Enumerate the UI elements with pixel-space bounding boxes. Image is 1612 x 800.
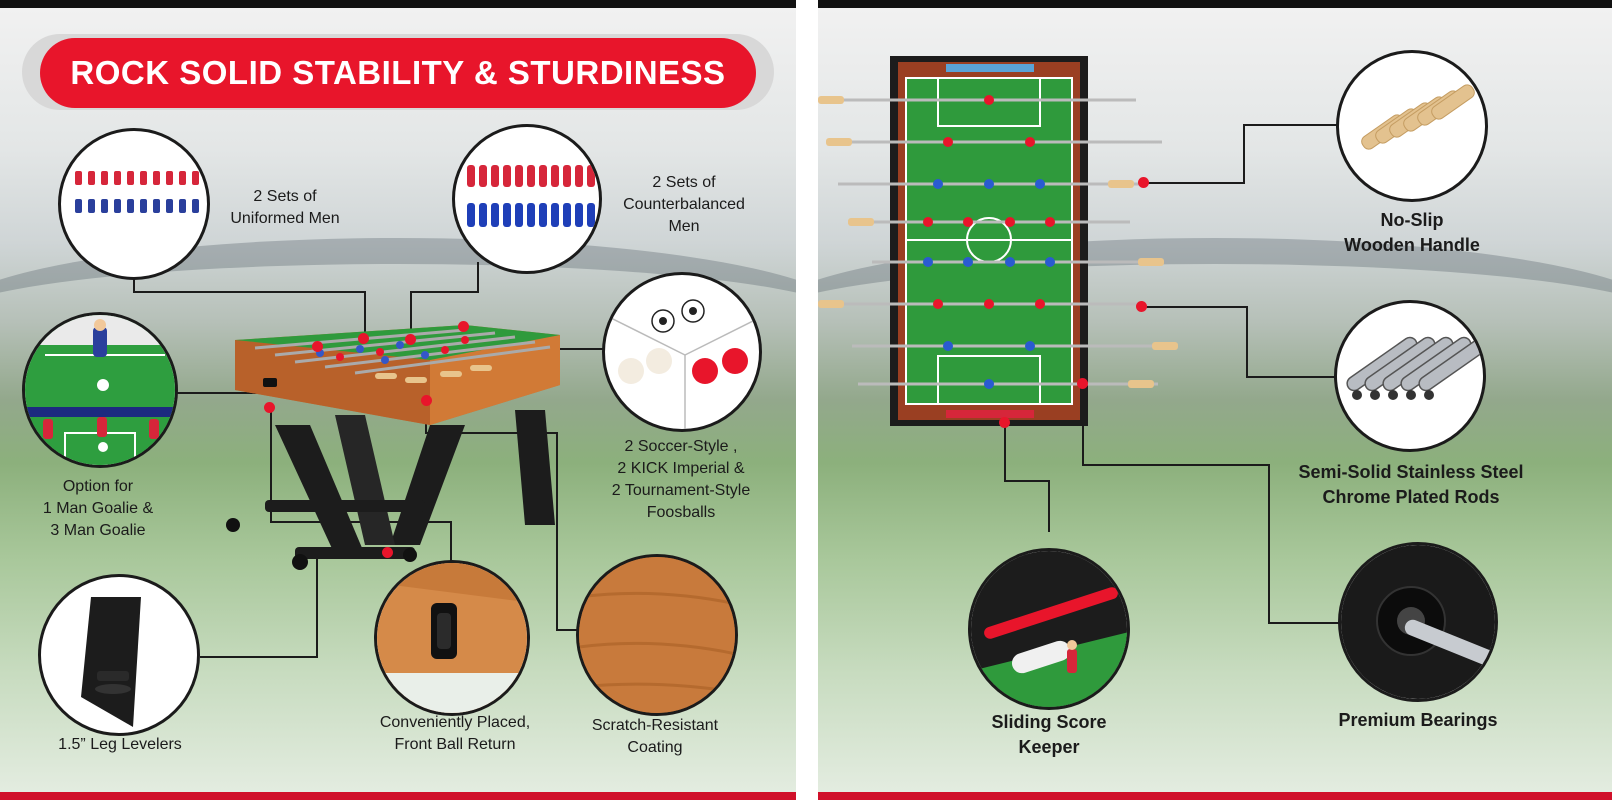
feature-label-levelers: 1.5” Leg Levelers <box>58 736 182 753</box>
banner <box>40 38 756 108</box>
score-keeper-image <box>968 548 1130 710</box>
feature-label-bearings: Premium Bearings <box>1338 710 1498 730</box>
feature-label-goalie: Option for 1 Man Goalie & 3 Man Goalie <box>42 478 154 539</box>
feature-label-uniformed: 2 Sets of Uniformed Men <box>230 188 340 227</box>
foosballs-image <box>602 272 762 432</box>
goalie-option-image <box>22 312 178 468</box>
bottom-border <box>0 792 796 800</box>
wooden-handle-image <box>1336 50 1488 202</box>
chrome-rods-image <box>1334 300 1486 452</box>
right-panel: No-Slip Wooden Handle Semi-Solid Stainle… <box>818 0 1612 800</box>
feature-label-ball-return: Conveniently Placed, Front Ball Return <box>379 714 531 753</box>
top-border <box>0 0 796 8</box>
leg-levelers-image <box>38 574 200 736</box>
bottom-border <box>818 792 1612 800</box>
foosball-table-image <box>226 325 560 570</box>
feature-label-rods: Semi-Solid Stainless Steel Chrome Plated… <box>1298 462 1524 507</box>
feature-label-handle: No-Slip Wooden Handle <box>1344 210 1480 255</box>
coating-image <box>576 554 738 716</box>
feature-label-counterbalanced: 2 Sets of Counterbalanced Men <box>623 174 745 235</box>
top-border <box>818 0 1612 8</box>
foosball-table-topview <box>818 56 1178 426</box>
counterbalanced-men-image <box>452 124 602 274</box>
feature-label-coating: Scratch-Resistant Coating <box>591 717 719 756</box>
bearings-image <box>1338 542 1498 702</box>
banner-title: ROCK SOLID STABILITY & STURDINESS <box>70 54 726 91</box>
ball-return-image <box>374 560 530 716</box>
feature-label-scorekeeper: Sliding Score Keeper <box>991 712 1107 757</box>
feature-label-balls: 2 Soccer-Style , 2 KICK Imperial & 2 Tou… <box>611 438 751 521</box>
left-panel: ROCK SOLID STABILITY & STURDINESS <box>0 0 796 800</box>
uniformed-men-image <box>58 128 210 280</box>
